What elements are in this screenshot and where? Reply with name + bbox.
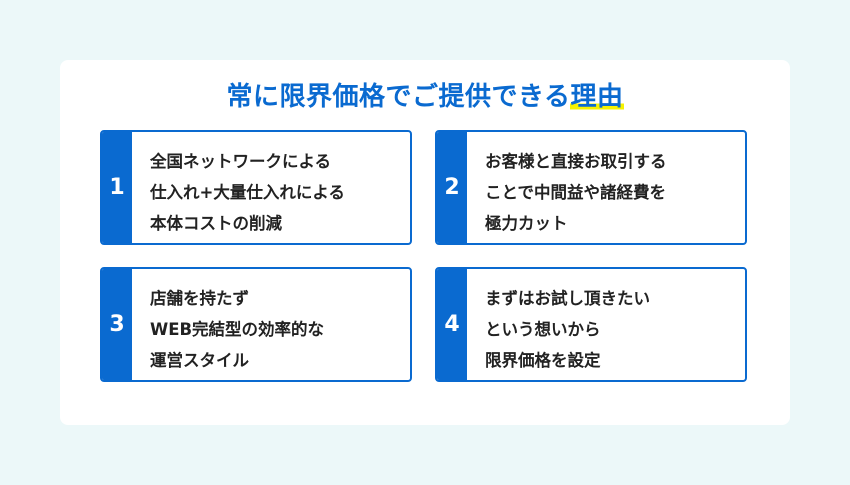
- reason-number: 1: [102, 132, 132, 243]
- reason-text: お客様と直接お取引する ことで中間益や諸経費を 極力カット: [485, 146, 667, 239]
- reason-card-4: 4 まずはお試し頂きたい という想いから 限界価格を設定: [435, 267, 747, 382]
- reason-line: ことで中間益や諸経費を: [485, 183, 667, 202]
- reason-number: 3: [102, 269, 132, 380]
- reason-card-3: 3 店舗を持たず WEB完結型の効率的な 運営スタイル: [100, 267, 412, 382]
- section-title: 常に限界価格でご提供できる理由: [0, 76, 850, 113]
- reason-line: 極力カット: [485, 214, 568, 233]
- reason-text: 店舗を持たず WEB完結型の効率的な 運営スタイル: [150, 283, 324, 376]
- reason-line: 仕入れ+大量仕入れによる: [150, 183, 345, 202]
- reason-line: まずはお試し頂きたい: [485, 289, 650, 308]
- reason-number: 2: [437, 132, 467, 243]
- reason-card-2: 2 お客様と直接お取引する ことで中間益や諸経費を 極力カット: [435, 130, 747, 245]
- title-text: 常に限界価格でご提供できる: [226, 82, 571, 112]
- reason-line: 限界価格を設定: [485, 351, 601, 370]
- reason-card-1: 1 全国ネットワークによる 仕入れ+大量仕入れによる 本体コストの削減: [100, 130, 412, 245]
- reason-line: 全国ネットワークによる: [150, 152, 332, 171]
- title-highlight: 理由: [570, 82, 624, 112]
- reason-text: 全国ネットワークによる 仕入れ+大量仕入れによる 本体コストの削減: [150, 146, 345, 239]
- reason-text: まずはお試し頂きたい という想いから 限界価格を設定: [485, 283, 650, 376]
- reason-line: という想いから: [485, 320, 601, 339]
- reason-line: お客様と直接お取引する: [485, 152, 667, 171]
- reason-number: 4: [437, 269, 467, 380]
- reason-line: 運営スタイル: [150, 351, 249, 370]
- reason-line: WEB完結型の効率的な: [150, 320, 325, 339]
- reason-line: 本体コストの削減: [150, 214, 282, 233]
- reason-line: 店舗を持たず: [150, 289, 249, 308]
